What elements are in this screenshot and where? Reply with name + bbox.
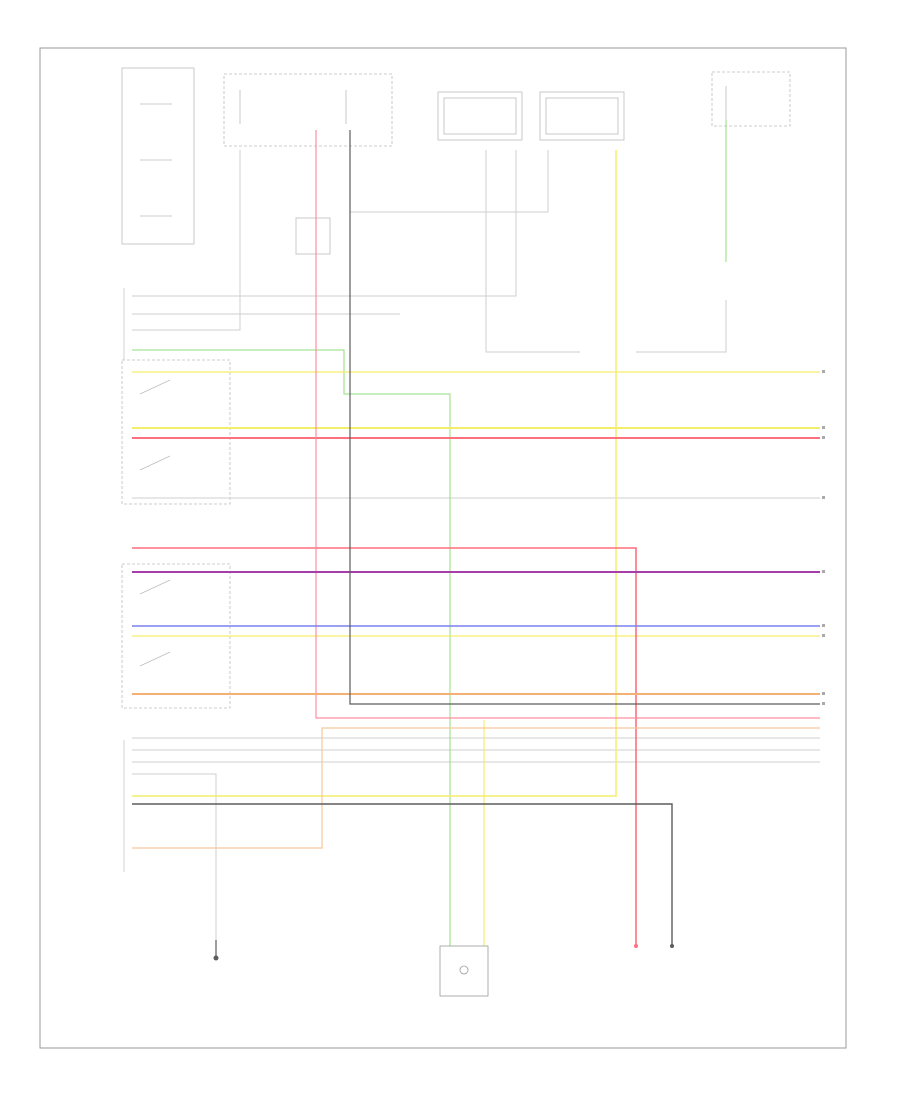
top-right-fuse-box	[711, 71, 791, 127]
diagram-frame	[39, 47, 847, 1049]
yellow-wires	[132, 150, 820, 946]
green-wire	[132, 120, 727, 946]
orange-wires	[132, 693, 820, 849]
relay-switch	[295, 217, 331, 255]
top-fuse-junction-box	[223, 73, 393, 147]
red-wires	[132, 130, 820, 946]
pcm-connector-2	[539, 91, 625, 141]
gray-wires	[132, 150, 820, 958]
bottom-center-component	[439, 945, 489, 997]
top-left-switch-assembly	[121, 67, 195, 245]
bottom-right-connector	[634, 944, 674, 948]
left-switch-module-upper	[121, 359, 231, 505]
right-edge-pins	[822, 370, 825, 705]
dark-wires	[132, 130, 820, 946]
pcm-connector-1	[437, 91, 523, 141]
ground-point-left	[213, 940, 219, 961]
